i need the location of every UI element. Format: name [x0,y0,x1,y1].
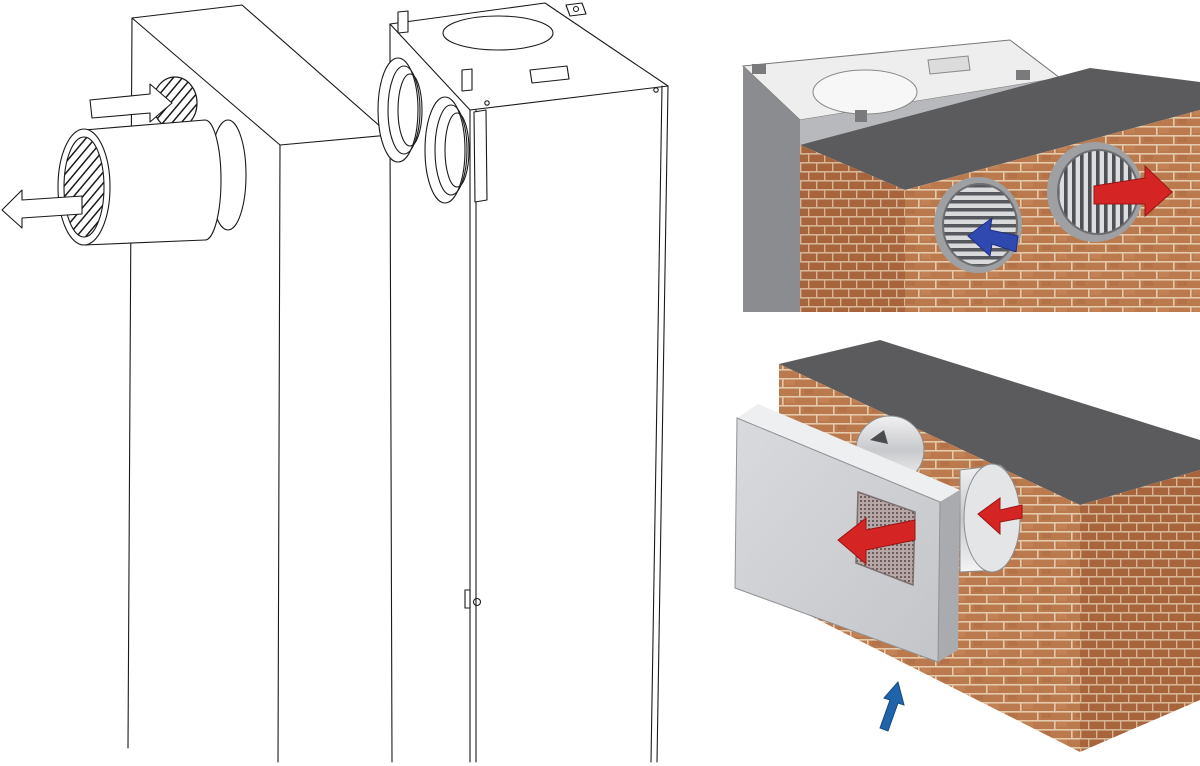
bottom-right-render [734,340,1200,752]
left-line-drawing [1,2,669,763]
airflow-arrow [837,516,916,566]
air-duct-adapter [57,119,222,246]
airflow-arrow [977,497,1023,536]
airflow-arrow [1,189,83,229]
airflow-arrow [89,83,173,123]
ventilation-unit [127,2,669,763]
airflow-arrow [879,680,905,732]
supply-airflow-arrow [967,216,1019,257]
exhaust-airflow-arrow [1093,164,1173,218]
round-grille [934,177,1022,273]
top-right-render [741,39,1200,312]
